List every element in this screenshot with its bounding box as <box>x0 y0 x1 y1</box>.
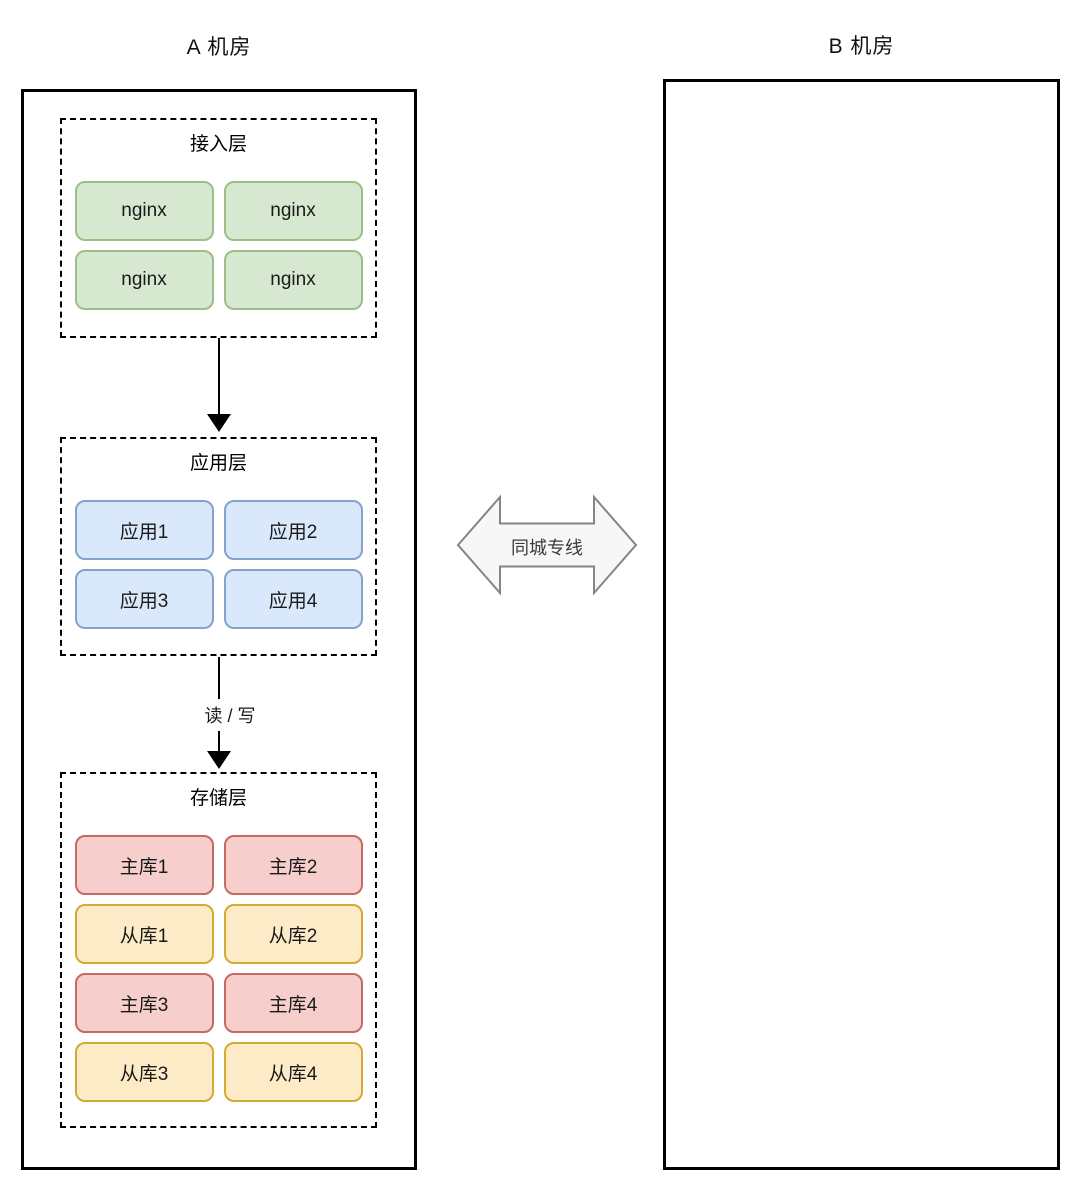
intercity-link-label: 同城专线 <box>511 538 583 558</box>
arrow-down-icon <box>207 414 231 432</box>
master-db-node: 主库3 <box>74 973 214 1033</box>
slave-db-node: 从库3 <box>74 1042 214 1102</box>
slave-db-node: 从库1 <box>74 904 214 964</box>
master-db-node: 主库1 <box>74 835 214 895</box>
nginx-node: nginx <box>223 181 363 241</box>
slave-db-node: 从库4 <box>223 1042 363 1102</box>
arrow-down-icon <box>207 751 231 769</box>
access-node-grid: nginx nginx nginx nginx <box>62 181 375 310</box>
app-node-grid: 应用1 应用2 应用3 应用4 <box>62 500 375 629</box>
room-b-box <box>663 79 1060 1170</box>
app-layer-title: 应用层 <box>189 453 247 474</box>
storage-layer-title: 存储层 <box>189 788 247 809</box>
storage-node-grid: 主库1 主库2 从库1 从库2 主库3 主库4 从库3 从库4 <box>62 835 375 1102</box>
read-write-label: 读 / 写 <box>160 699 300 731</box>
slave-db-node: 从库2 <box>223 904 363 964</box>
nginx-node: nginx <box>74 250 214 310</box>
master-db-node: 主库2 <box>223 835 363 895</box>
room-a-title: A 机房 <box>186 36 252 59</box>
room-b-title: B 机房 <box>828 35 895 58</box>
app-node: 应用2 <box>223 500 363 560</box>
access-layer-box: 接入层 nginx nginx nginx nginx <box>60 118 377 338</box>
storage-layer-box: 存储层 主库1 主库2 从库1 从库2 主库3 主库4 从库3 从库4 <box>60 772 377 1128</box>
app-layer-box: 应用层 应用1 应用2 应用3 应用4 <box>60 437 377 656</box>
app-node: 应用1 <box>74 500 214 560</box>
arrow-access-to-app-line <box>218 338 220 416</box>
app-node: 应用4 <box>223 569 363 629</box>
app-node: 应用3 <box>74 569 214 629</box>
nginx-node: nginx <box>74 181 214 241</box>
access-layer-title: 接入层 <box>189 134 247 155</box>
nginx-node: nginx <box>223 250 363 310</box>
master-db-node: 主库4 <box>223 973 363 1033</box>
intercity-link-arrow-icon <box>456 494 638 596</box>
